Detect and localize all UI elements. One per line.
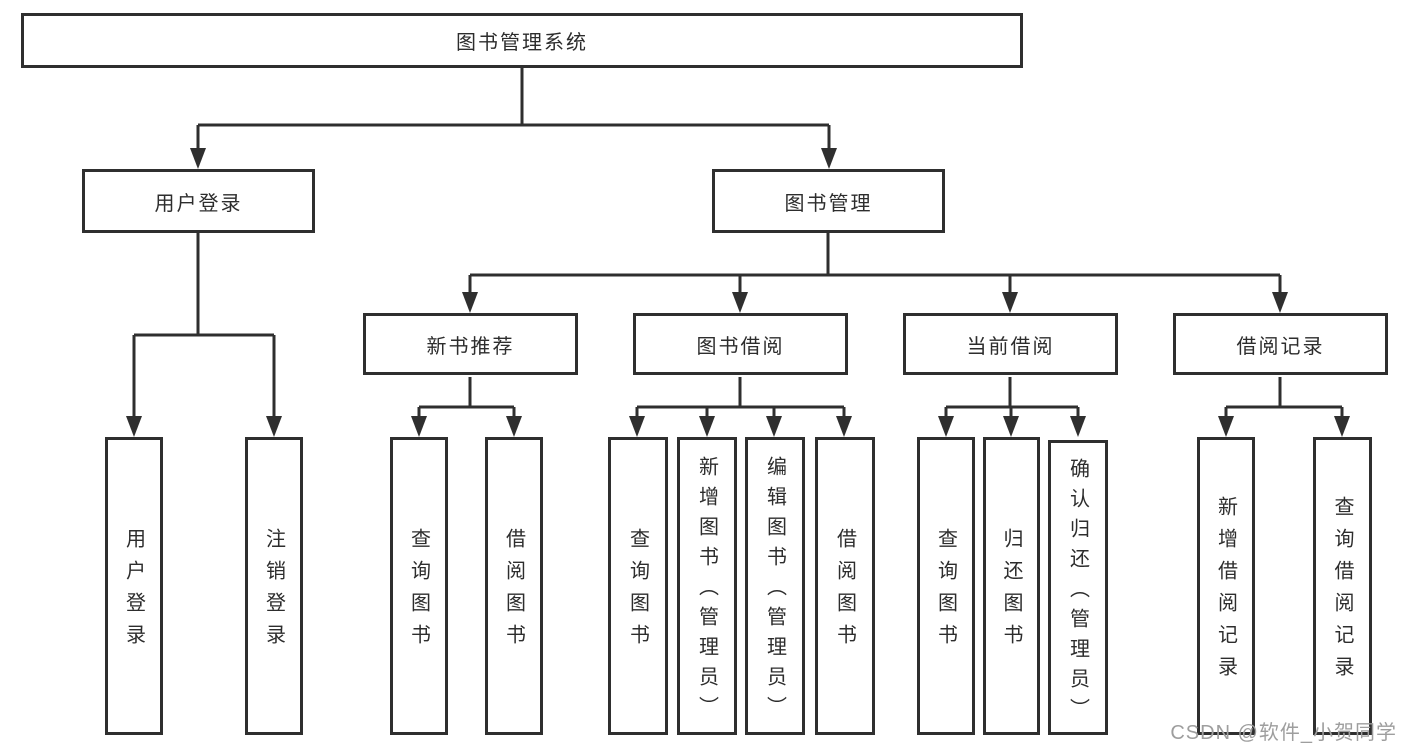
node-return-books: 归还图书 [983,437,1040,735]
node-label: 图书管理 [784,192,873,215]
node-label: 查询借阅记录 [1331,496,1353,688]
node-label: 查询图书 [626,528,649,656]
node-label: 新增借阅记录 [1214,496,1237,688]
node-label: 图书借阅 [696,335,785,358]
node-label: 查询图书 [934,528,957,656]
node-label: 图书管理系统 [456,32,588,54]
csdn-watermark: CSDN @软件_小贺同学 [1170,722,1397,744]
node-logout-action: 注销登录 [245,437,303,735]
node-library-management-system: 图书管理系统 [21,13,1023,68]
node-edit-books-admin: 编辑图书（管理员） [745,437,805,735]
node-query-books-current: 查询图书 [917,437,975,735]
node-label: 用户登录 [154,192,243,215]
node-label: 确认归还（管理员） [1066,457,1089,728]
arrowhead-icons [126,148,1350,437]
node-book-management: 图书管理 [712,169,945,233]
node-label: 借阅图书 [833,528,856,656]
node-label: 新增图书（管理员） [695,456,718,726]
node-label: 用户登录 [122,528,145,656]
node-label: 归还图书 [1000,528,1022,656]
node-current-borrowing: 当前借阅 [903,313,1118,375]
node-book-borrowing: 图书借阅 [633,313,848,375]
node-label: 借阅记录 [1236,335,1325,358]
node-user-login: 用户登录 [82,169,315,233]
node-borrow-books-borrowing: 借阅图书 [815,437,875,735]
node-query-books-borrowing: 查询图书 [608,437,668,735]
node-label: 编辑图书（管理员） [763,456,786,726]
node-label: 查询图书 [407,528,430,656]
node-new-book-recommendation: 新书推荐 [363,313,578,375]
node-label: 新书推荐 [426,335,515,358]
node-label: 当前借阅 [966,335,1055,358]
node-query-borrow-record: 查询借阅记录 [1313,437,1372,735]
node-user-login-action: 用户登录 [105,437,163,735]
node-label: 注销登录 [262,528,285,656]
node-add-books-admin: 新增图书（管理员） [677,437,737,735]
node-borrow-books-recommend: 借阅图书 [485,437,543,735]
node-label: 借阅图书 [502,528,525,656]
node-borrowing-records: 借阅记录 [1173,313,1388,375]
node-confirm-return-admin: 确认归还（管理员） [1048,440,1108,735]
node-query-books-recommend: 查询图书 [390,437,448,735]
node-add-borrow-record: 新增借阅记录 [1197,437,1255,735]
